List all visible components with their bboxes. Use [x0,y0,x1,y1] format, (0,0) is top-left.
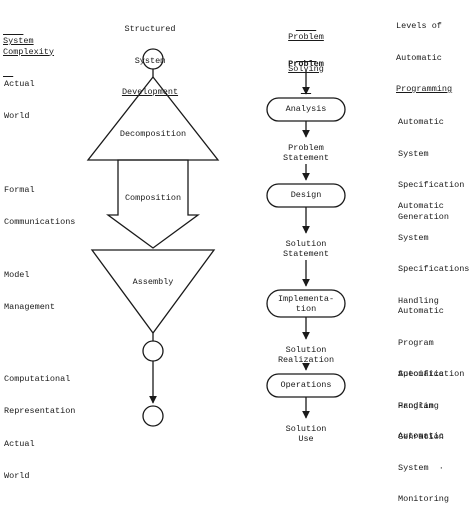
automatic-level-line: Generation [398,211,450,222]
automatic-level-line: System [398,232,429,243]
composition-label: Composition [124,193,182,203]
complexity-level-text: Model [4,270,30,280]
header-problem-solving-line-2: Solving [288,63,324,74]
automatic-level-line: Program [398,337,434,348]
header-system-complexity: System Complexity [3,15,55,78]
automatic-level-line: Handling [398,295,439,306]
solution-realization-line: Solution [285,345,327,355]
problem-statement-line: Problem [288,143,324,153]
header-automatic-line-2: Automatic [396,52,442,63]
solution-statement-line: Solution [285,239,327,249]
header-automatic-line-1: Levels of [396,21,442,31]
complexity-level-text: Actual [4,439,35,449]
structured-development-flow [86,48,220,427]
header-development-line-2: System [134,55,166,66]
automatic-level-line: Program [398,400,434,411]
solution-statement-line: Statement [283,249,329,259]
complexity-level-text: Representation [4,405,76,416]
automatic-level-line: Automatic [398,117,444,127]
diagram: System Complexity Structured System Deve… [3,0,469,504]
problem-solving-flow [266,70,346,419]
complexity-level-text: Communications [4,216,76,227]
complexity-level-text: Management [4,301,56,312]
automatic-level-line: Specification [398,369,465,379]
complexity-level-formal-communications: Formal Communications [4,164,75,248]
header-automatic-programming: Levels of Automatic Programming [396,0,452,116]
automatic-level-line: Automatic [398,201,444,211]
complexity-level-text: Actual [4,79,35,89]
complexity-level-text: World [4,470,30,481]
header-automatic-line-3: Programming [396,84,453,94]
header-development-line-3: Development [121,87,179,97]
automatic-level-line: Automatic [398,369,444,379]
solution-realization-line: Realization [277,355,335,365]
design-label: Design [290,190,322,200]
complexity-level-text: World [4,110,30,121]
header-system-complexity-text: System Complexity [3,36,55,57]
implementation-line: Implementa- [277,294,335,304]
header-structured-development: Structured System Development [110,3,190,119]
problem-label: Problem [288,59,324,69]
automatic-level-line: Monitoring [398,494,450,504]
solution-use-label: Solution Use [266,424,346,444]
assembly-triangle [90,249,216,335]
assembly-label: Assembly [132,277,174,287]
implementation-line: tion [295,304,317,314]
computational-node [142,340,164,362]
complexity-level-model-management: Model Management [4,249,55,333]
complexity-level-actual-world-top: Actual World [4,58,35,142]
solution-use-line: Solution [285,424,327,434]
analysis-label: Analysis [285,104,327,114]
automatic-level-system-monitoring: Automatic System · Monitoring [398,410,449,526]
implementation-label: Implementa- tion [267,294,345,314]
header-development-line-1: Structured [124,24,176,34]
automatic-level-program-specification-handling: Automatic Program Specification Handling [398,285,464,432]
operations-label: Operations [280,380,332,390]
automatic-level-specification-generation: Automatic System Specification Generatio… [398,96,464,243]
automatic-level-line: System · [398,462,444,473]
complexity-level-actual-world-bottom: Actual World [4,418,35,502]
solution-statement-label: Solution Statement [266,239,346,259]
automatic-level-specifications-handling: Automatic System Specifications Handling [398,180,469,327]
complexity-level-text: Computational [4,374,71,384]
decomposition-label: Decomposition [119,129,187,139]
automatic-level-line: Genration [398,432,444,442]
actual-world-bottom-node [142,405,164,427]
solution-realization-label: Solution Realization [266,345,346,365]
problem-statement-label: Problem Statement [266,143,346,163]
complexity-level-computational-representation: Computational Representation [4,353,75,437]
header-problem-solving: Problem Solving [270,11,342,95]
complexity-level-text: Formal [4,185,35,195]
automatic-level-line: Specification [398,180,465,190]
diagram-graphics [86,48,346,427]
automatic-level-line: System [398,148,429,159]
problem-statement-line: Statement [283,153,329,163]
composition-arrow [106,159,200,249]
automatic-level-line: Handling [398,400,439,411]
automatic-level-line: Specifications [398,264,470,274]
automatic-level-line: Automatic [398,306,444,316]
solution-use-line: Use [298,434,314,444]
automatic-level-line: Automatic [398,431,444,441]
header-problem-solving-line-1: Problem [288,32,324,42]
automatic-level-program-generation: Automatic Program Genration [398,348,444,464]
